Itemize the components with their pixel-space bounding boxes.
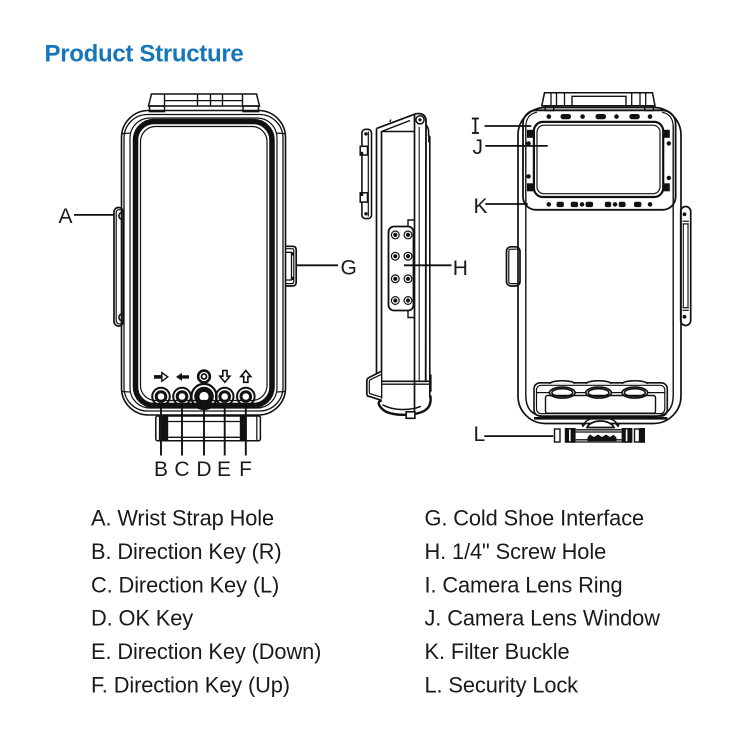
svg-text:L: L — [474, 423, 486, 446]
svg-text:G: G — [341, 257, 357, 280]
svg-text:G. Cold Shoe Interface: G. Cold Shoe Interface — [425, 506, 645, 531]
svg-text:E: E — [217, 458, 231, 481]
svg-text:L. Security Lock: L. Security Lock — [425, 673, 579, 698]
svg-text:A. Wrist Strap Hole: A. Wrist Strap Hole — [91, 506, 274, 531]
svg-text:I. Camera Lens Ring: I. Camera Lens Ring — [425, 572, 623, 597]
svg-text:H. 1/4" Screw Hole: H. 1/4" Screw Hole — [425, 539, 607, 564]
svg-text:H: H — [453, 257, 468, 280]
svg-text:K. Filter Buckle: K. Filter Buckle — [425, 639, 570, 664]
svg-text:B. Direction Key (R): B. Direction Key (R) — [91, 539, 282, 564]
svg-text:Product Structure: Product Structure — [45, 41, 244, 68]
svg-text:C: C — [174, 458, 189, 481]
svg-text:K: K — [474, 195, 488, 218]
svg-text:B: B — [154, 458, 168, 481]
svg-text:J: J — [473, 136, 484, 159]
svg-text:J. Camera Lens Window: J. Camera Lens Window — [425, 606, 661, 631]
svg-text:D. OK Key: D. OK Key — [91, 606, 193, 631]
svg-text:F. Direction Key (Up): F. Direction Key (Up) — [91, 673, 290, 698]
svg-text:C. Direction Key (L): C. Direction Key (L) — [91, 572, 279, 597]
svg-text:D: D — [196, 458, 211, 481]
svg-text:E. Direction Key (Down): E. Direction Key (Down) — [91, 639, 321, 664]
svg-text:A: A — [59, 205, 73, 228]
svg-text:F: F — [239, 458, 252, 481]
